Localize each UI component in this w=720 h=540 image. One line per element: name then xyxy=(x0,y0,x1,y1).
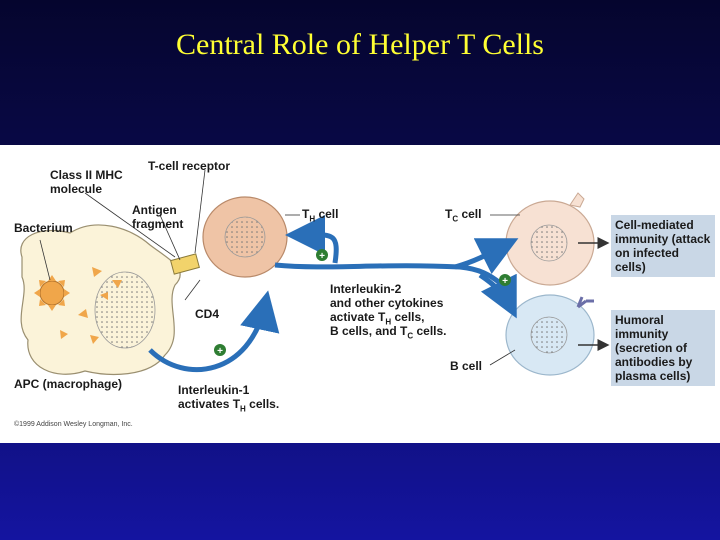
tc-cell-receptor xyxy=(569,192,585,208)
label-th-cell: TH cell xyxy=(302,207,339,224)
label-apc: APC (macrophage) xyxy=(14,377,123,391)
plus-sign-3: + xyxy=(214,344,226,357)
plus-sign-1: + xyxy=(316,249,328,262)
mhc-receptor-complex xyxy=(170,253,200,275)
b-cell-antibody xyxy=(576,296,594,309)
antigen-fragments xyxy=(60,267,122,344)
il1-arrow xyxy=(148,290,280,373)
svg-text:+: + xyxy=(319,251,325,262)
svg-text:+: + xyxy=(502,276,508,287)
il2-arrow-tc xyxy=(454,238,519,275)
leader-lines xyxy=(39,169,520,366)
label-b-cell: B cell xyxy=(450,359,483,373)
label-tc-cell: TC cell xyxy=(445,207,482,224)
il2-arrow-b xyxy=(478,272,517,319)
bacterium-shape xyxy=(34,275,70,311)
label-cd4: CD4 xyxy=(195,307,220,321)
plus-sign-2: + xyxy=(499,274,511,287)
box-cell-mediated-immunity: Cell-mediated immunity (attack on infect… xyxy=(611,215,715,277)
il2-arrow-loop xyxy=(285,214,339,264)
label-tcell-receptor: T-cell receptor xyxy=(148,159,231,173)
svg-text:+: + xyxy=(217,346,223,357)
b-cell-nucleus xyxy=(530,316,568,354)
slide-title: Central Role of Helper T Cells xyxy=(176,28,544,61)
copyright-notice: ©1999 Addison Wesley Longman, Inc. xyxy=(14,421,133,428)
il2-arrow-main xyxy=(274,262,502,285)
label-class2-mhc: Class II MHC molecule xyxy=(50,168,123,196)
th-cell-nucleus xyxy=(224,216,266,258)
label-antigen-fragment: Antigen fragment xyxy=(132,203,184,231)
apc-nucleus xyxy=(94,271,156,349)
helper-t-cell-figure: + + + Class II MHC molecule T-cell recep… xyxy=(0,145,720,443)
tc-cell-nucleus xyxy=(530,224,568,262)
diagram-artwork: + + + xyxy=(20,169,610,376)
label-bacterium: Bacterium xyxy=(14,221,73,235)
box-humoral-immunity: Humoral immunity (secretion of antibodie… xyxy=(611,310,715,386)
